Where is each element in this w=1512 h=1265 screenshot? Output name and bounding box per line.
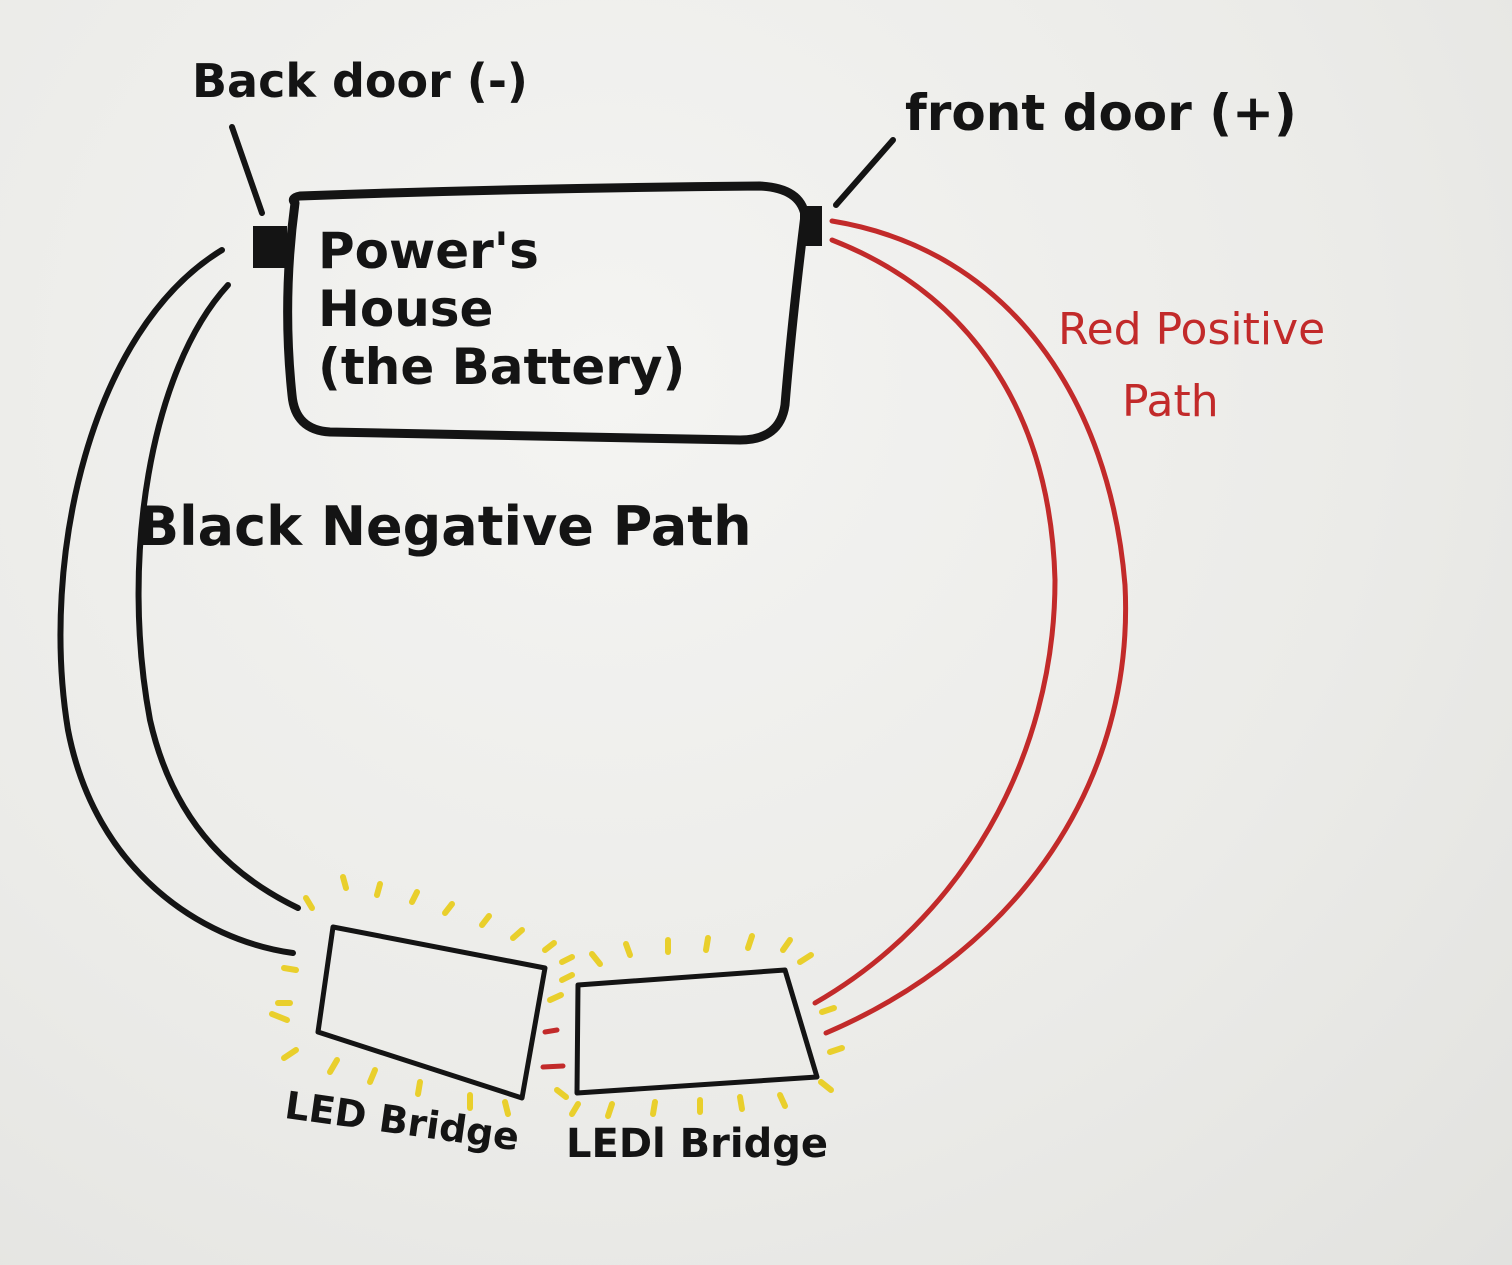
negative-path-label: Black Negative Path <box>138 495 752 558</box>
led-bridge-2-label: LEDl Bridge <box>566 1121 828 1167</box>
back-door-pointer <box>229 124 265 216</box>
negative-wire-inner <box>135 282 301 911</box>
positive-terminal <box>800 206 822 246</box>
positive-wire-outer <box>823 218 1129 1036</box>
battery-label: Power's House (the Battery) <box>318 222 738 396</box>
positive-wire-inner <box>812 237 1058 1006</box>
positive-path-label-line1: Red Positive <box>1058 304 1326 355</box>
led-connector-mark-1 <box>542 1027 560 1035</box>
front-door-pointer <box>833 137 896 208</box>
battery-label-line1: Power's <box>318 222 539 280</box>
led-bridge-1-body <box>315 924 548 1101</box>
positive-path-label-line2: Path <box>1122 376 1219 427</box>
led-glow <box>269 874 845 1119</box>
battery-body <box>283 181 810 445</box>
battery-label-line2: House <box>318 280 494 338</box>
led-bridge-2-body <box>574 967 820 1096</box>
battery-label-line3: (the Battery) <box>318 338 686 396</box>
positive-terminal-label: front door (+) <box>905 84 1297 142</box>
negative-wire-outer <box>57 247 296 956</box>
negative-terminal <box>253 226 287 268</box>
negative-terminal-label: Back door (-) <box>192 54 528 108</box>
led-connector-mark-2 <box>540 1063 566 1070</box>
